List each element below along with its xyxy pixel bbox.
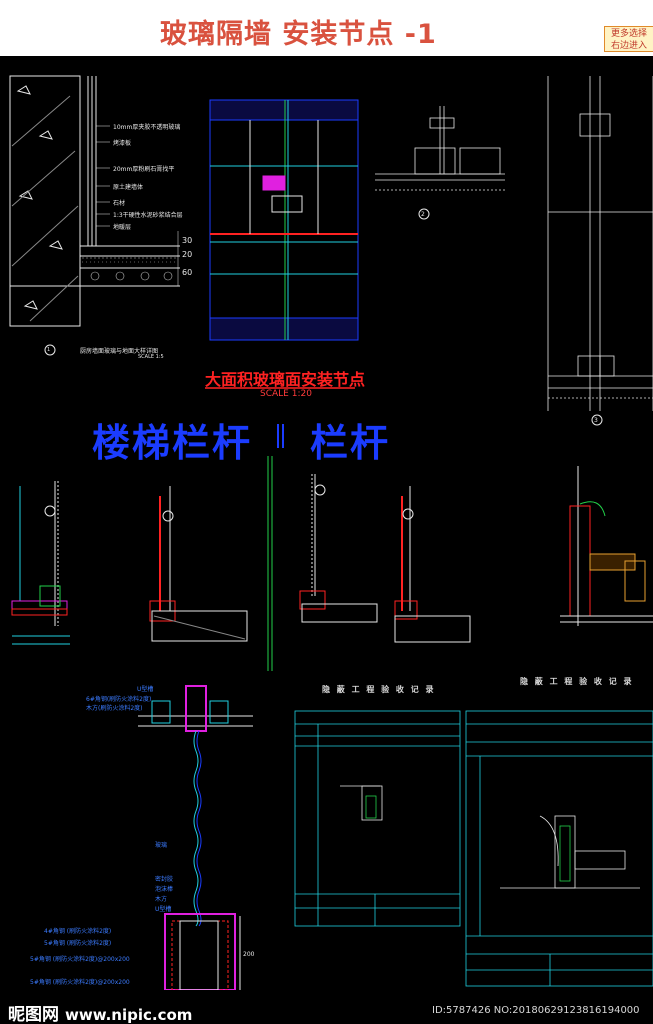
detail-1-number-circle — [44, 344, 56, 356]
stair-rail-2 — [149, 486, 248, 642]
detail-1-dimension: 20 — [182, 250, 193, 259]
detail-3-section — [547, 76, 653, 411]
detail-1-note: 原土建墙体 — [113, 184, 144, 191]
record-sheet-right-title: 隐 蔽 工 程 验 收 记 录 — [520, 677, 634, 686]
badge-line-1: 更多选择 — [610, 29, 647, 39]
badge-line-2: 右边进入 — [610, 41, 647, 51]
detail-2-number: 2 — [421, 211, 425, 218]
stair-rail-1 — [11, 481, 70, 645]
fire-glass-note: 密封胶 — [155, 876, 174, 883]
detail-1-note: 10mm厚夹胶不透明玻璃 — [113, 124, 181, 131]
detail-1-hatch — [82, 257, 178, 281]
stair-railing-title: 楼梯栏杆 — [92, 421, 253, 465]
detail-1-leaders — [96, 125, 179, 286]
record-sheet-right — [465, 710, 653, 987]
glass-install-title: 大面积玻璃面安装节点 — [205, 370, 366, 389]
detail-2-number-circle — [418, 208, 430, 220]
fire-glass-bottom-note: 4#角钢 (刷防火涂料2度) — [44, 928, 112, 935]
fire-glass-note: 玻璃 — [155, 842, 168, 849]
fire-glass-bottom-note: 5#角钢 (刷防火涂料2度)@200x200 — [30, 979, 130, 986]
detail-3-number: 3 — [594, 417, 598, 424]
stair-rail-3 — [299, 474, 378, 623]
stair-rail-5 — [560, 466, 653, 626]
nipic-logo[interactable]: 昵图网 www.nipic.com — [8, 1000, 192, 1024]
fire-glass-note: U型槽 — [155, 906, 172, 913]
fire-glass-bottom-note: 5#角钢 (刷防火涂料2度) — [44, 940, 112, 947]
record-sheet-left — [294, 710, 461, 927]
detail-1-note: 地暖层 — [113, 224, 132, 231]
cad-drawing-canvas: 10mm厚夹胶不透明玻璃 烤漆板 20mm厚粉刷石膏找平 原土建墙体 石材 1:… — [0, 56, 653, 990]
detail-1-note: 20mm厚粉刷石膏找平 — [113, 166, 175, 173]
logo-name: 昵图网 — [8, 1005, 59, 1024]
detail-1-section — [9, 75, 180, 327]
fire-glass-note: U型槽 — [137, 686, 154, 693]
cad-linework — [9, 75, 653, 990]
glass-detail — [209, 99, 359, 341]
detail-1-caption: 厨房墙面玻璃与地面大样详图 — [80, 348, 159, 355]
record-sheet-left-title: 隐 蔽 工 程 验 收 记 录 — [322, 685, 436, 694]
page-title: 玻璃隔墙 安装节点 -1 — [160, 19, 437, 50]
glass-install-scale: SCALE 1:20 — [260, 389, 312, 399]
logo-site: www.nipic.com — [65, 1006, 193, 1024]
detail-1-note: 石材 — [113, 200, 126, 207]
fire-glass-note: 6#角钢(刷防火涂料2度) — [86, 696, 152, 703]
fire-glass-note: 木方 — [155, 896, 168, 903]
footer-bar — [0, 990, 653, 1024]
detail-1-scale: SCALE 1:5 — [138, 354, 164, 360]
fire-glass-section — [138, 685, 253, 990]
more-options-badge[interactable]: 更多选择 右边进入 — [604, 26, 653, 52]
fire-glass-note: 泡沫棒 — [155, 886, 174, 893]
detail-3-number-circle — [591, 414, 603, 426]
detail-1-dimension: 30 — [182, 236, 193, 245]
detail-1-dimension: 60 — [182, 268, 193, 277]
image-id: ID:5787426 NO:20180629123816194000 — [432, 1005, 640, 1016]
header-bar: 玻璃隔墙 安装节点 -1 — [0, 0, 653, 56]
detail-2-section — [375, 106, 505, 191]
railing-title: 栏杆 — [310, 421, 391, 465]
stair-rail-4 — [394, 486, 471, 643]
detail-1-note: 1:3干硬性水泥砂浆结合层 — [113, 212, 183, 219]
fire-glass-bottom-note: 5#角钢 (刷防火涂料2度)@200x200 — [30, 956, 130, 963]
detail-1-number: 1 — [47, 347, 51, 353]
fire-glass-dimension: 200 — [243, 951, 255, 958]
detail-1-note: 烤漆板 — [113, 140, 132, 147]
fire-glass-note: 木方(刷防火涂料2度) — [86, 705, 143, 712]
